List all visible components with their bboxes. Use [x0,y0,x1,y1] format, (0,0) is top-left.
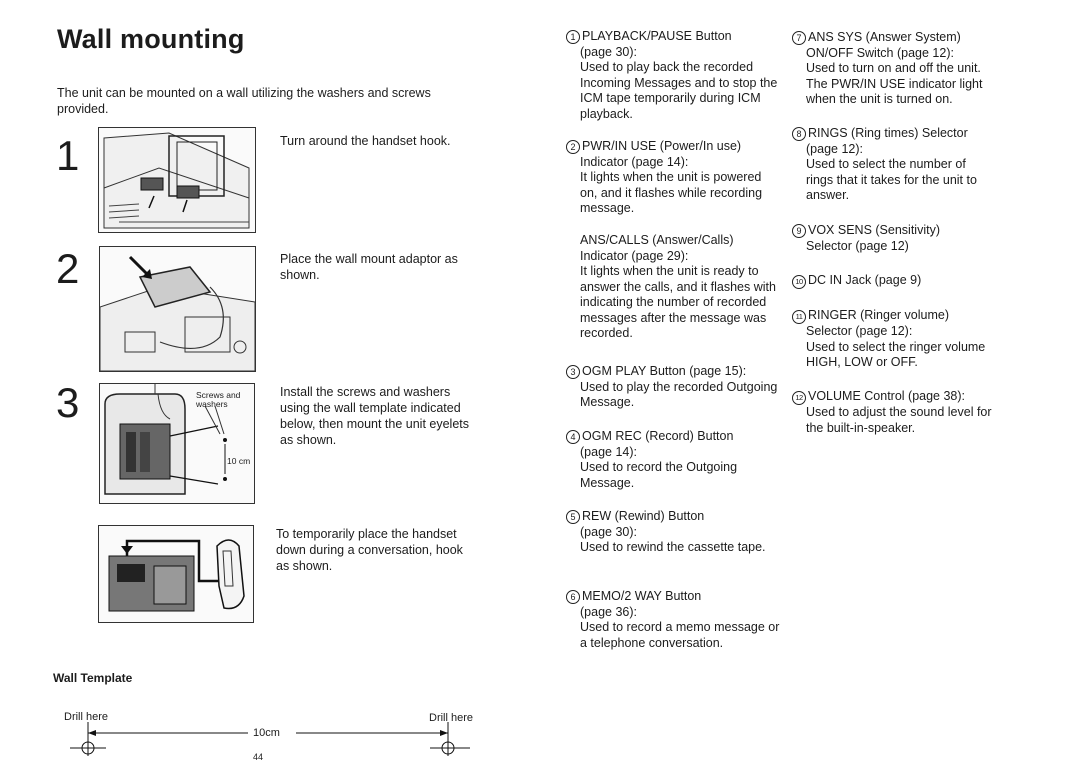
drill-right-label: Drill here [429,712,474,724]
item-heading: VOX SENS (Sensitivity) [808,223,940,237]
step-2-number: 2 [56,245,80,292]
item-heading: MEMO/2 WAY Button [582,589,702,603]
wall-template-title: Wall Template [53,671,133,685]
item-heading: REW (Rewind) Button [582,509,705,523]
circled-number: 12 [792,391,806,405]
item-description: Indicator (page 29): It lights when the … [580,248,776,341]
step-4-text: To temporarily place the handset down du… [276,527,463,573]
item-heading: DC IN Jack (page 9) [808,273,922,287]
item-description: Used to play the recorded Outgoing Messa… [580,379,778,410]
step-3-text: Install the screws and washers using the… [280,385,470,447]
intro-text: The unit can be mounted on a wall utiliz… [57,86,431,116]
distance-label: 10 cm [227,456,251,466]
item-description: (page 36): Used to record a memo message… [580,604,780,650]
item-ans-calls: ANS/CALLS (Answer/Calls) Indicator (page… [566,233,781,342]
item-heading: PWR/IN USE (Power/In use) [582,139,742,153]
circled-number: 8 [792,127,806,141]
step-2-figure [99,246,256,372]
page-title: Wall mounting [57,24,245,54]
circled-number: 4 [566,430,580,444]
item-description: Selector (page 12): Used to select the r… [806,324,986,369]
item-heading: ANS/CALLS (Answer/Calls) [580,233,734,247]
circled-number: 5 [566,510,580,524]
drill-left-label: Drill here [64,711,109,723]
circled-number: 2 [566,140,580,154]
item-heading: OGM REC (Record) Button [582,429,734,443]
page-number: 44 [253,752,264,762]
circled-number: 3 [566,365,580,379]
step-1-number: 1 [56,132,80,179]
item-description: ON/OFF Switch (page 12): Used to turn on… [806,45,983,107]
item-description: Used to adjust the sound level for the b… [806,405,992,435]
item-heading: VOLUME Control (page 38): [808,389,966,403]
item-heading: OGM PLAY Button (page 15): [582,364,747,378]
step-1-text: Turn around the handset hook. [280,134,451,148]
step-4-figure [98,525,254,623]
item-description: (page 12): Used to select the number of … [806,141,977,203]
circled-number: 6 [566,590,580,604]
item-description: Selector (page 12) [806,238,909,253]
step-3-figure: Screws and washers 10 cm [99,383,255,504]
wall-template-distance: 10cm [253,727,280,739]
step-2-text: Place the wall mount adaptor as shown. [280,252,458,282]
circled-number: 11 [792,310,806,324]
item-heading: ANS SYS (Answer System) [808,30,961,44]
step-1-figure [98,127,256,233]
circled-number: 7 [792,31,806,45]
item-description: (page 14): Used to record the Outgoing M… [580,444,738,490]
screws-label: Screws and washers [196,390,241,409]
item-description: Indicator (page 14): It lights when the … [580,154,763,216]
circled-number: 10 [792,275,806,289]
item-description: (page 30): Used to rewind the cassette t… [580,524,766,555]
step-3-number: 3 [56,379,80,426]
item-description: (page 30): Used to play back the recorde… [580,44,778,121]
circled-number: 1 [566,30,580,44]
item-heading: PLAYBACK/PAUSE Button [582,29,732,43]
circled-number: 9 [792,224,806,238]
item-heading: RINGS (Ring times) Selector [808,126,968,140]
item-heading: RINGER (Ringer volume) [808,308,950,322]
wall-template-guide [60,722,480,762]
